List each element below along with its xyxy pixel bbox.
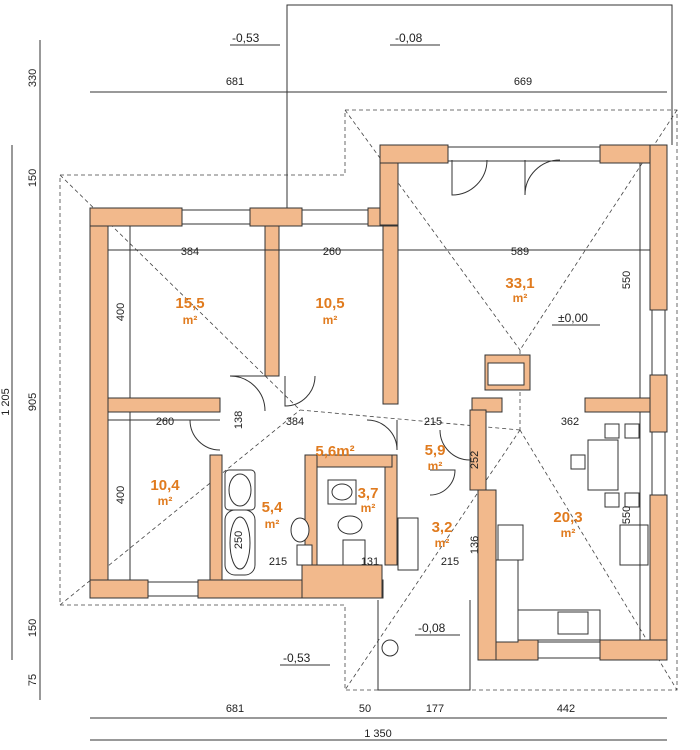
dimension-labels: 681 669 681 50 177 442 1 350 330 150 905… (0, 69, 633, 740)
dim-room4-w: 260 (156, 416, 174, 428)
fixtures (224, 362, 649, 657)
room-4-area: 10,4 (150, 477, 180, 494)
windows (147, 146, 666, 659)
dim-left-150b: 150 (27, 619, 39, 637)
level-top-left: -0,53 (232, 31, 260, 45)
room-7-area: 3,7 (358, 485, 379, 502)
dim-bath-250: 250 (233, 531, 245, 549)
room-3-area: 33,1 (505, 275, 534, 292)
room-8-unit: m² (428, 459, 443, 473)
room-10-area: 20,3 (553, 509, 582, 526)
dim-total-width: 1 350 (364, 728, 392, 740)
dim-384b: 384 (286, 416, 304, 428)
dim-left-1205: 1 205 (0, 388, 12, 416)
room-1-area: 15,5 (175, 295, 204, 312)
room-5-area: 5,4 (262, 499, 284, 516)
dimension-lines (11, 40, 667, 741)
dim-252: 252 (469, 451, 481, 469)
dim-room8-w: 215 (424, 416, 442, 428)
dim-room3-h: 550 (621, 271, 633, 289)
level-bottom-left: -0,53 (283, 651, 311, 665)
room-4-unit: m² (158, 494, 173, 508)
room-2-area: 10,5 (315, 295, 344, 312)
terrace-outline (286, 4, 673, 691)
dim-room10-w: 362 (561, 416, 579, 428)
level-terrace: -0,08 (418, 621, 446, 635)
dim-room2-w: 260 (323, 246, 341, 258)
room-2-unit: m² (323, 313, 338, 327)
dim-bath-215: 215 (269, 556, 287, 568)
dim-room10-h: 550 (621, 506, 633, 524)
room-9-area: 3,2 (432, 519, 453, 536)
dim-bottom-d: 442 (557, 703, 575, 715)
room-labels: 15,5 m² 10,5 m² 33,1 m² 10,4 m² 5,4 m² 5… (150, 275, 582, 550)
dim-left-330: 330 (27, 69, 39, 87)
dim-left-150a: 150 (27, 169, 39, 187)
dim-bottom-c: 177 (426, 703, 444, 715)
walls (89, 144, 668, 661)
dim-left-75: 75 (27, 674, 39, 686)
dim-room4-h: 400 (115, 486, 127, 504)
dim-wc-131: 131 (361, 556, 379, 568)
room-10-unit: m² (561, 526, 576, 540)
room-8-area: 5,9 (425, 442, 446, 459)
dim-bottom-b: 50 (359, 703, 371, 715)
level-markers: -0,53 -0,08 ±0,00 -0,08 -0,53 (232, 31, 588, 665)
room-6-area: 5,6m² (315, 443, 354, 460)
dim-top-left: 681 (226, 76, 244, 88)
dim-room3-w: 589 (511, 246, 529, 258)
room-1-unit: m² (183, 313, 198, 327)
room-7-unit: m² (361, 501, 376, 515)
level-top-mid: -0,08 (395, 31, 423, 45)
room-5-unit: m² (265, 517, 280, 531)
room-3-unit: m² (513, 291, 528, 305)
dim-room1-w: 384 (181, 246, 199, 258)
room-9-unit: m² (435, 536, 450, 550)
dim-bottom-a: 681 (226, 703, 244, 715)
dim-left-905: 905 (27, 393, 39, 411)
level-floor: ±0,00 (558, 311, 588, 325)
dim-room1-h: 400 (115, 303, 127, 321)
dim-top-right: 669 (514, 76, 532, 88)
dim-138: 138 (233, 411, 245, 429)
dim-store-215: 215 (441, 556, 459, 568)
doors (189, 159, 561, 496)
dim-store-136: 136 (469, 536, 481, 554)
